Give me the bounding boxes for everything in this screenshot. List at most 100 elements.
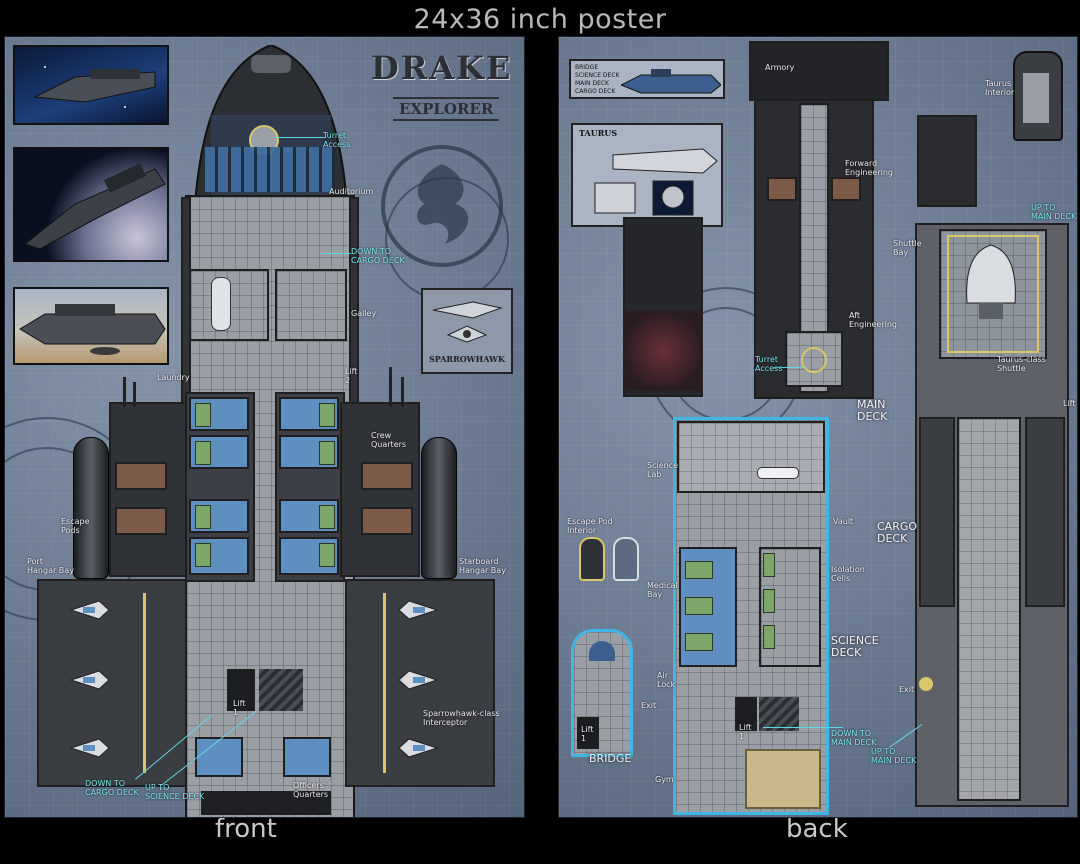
escape-pod-interior-icon bbox=[613, 537, 639, 581]
main-deck-engine-core bbox=[767, 177, 797, 201]
antenna bbox=[123, 377, 126, 407]
ship-render-icon bbox=[19, 304, 166, 355]
legend-science-deck: SCIENCE DECK bbox=[575, 72, 620, 79]
science-lab bbox=[677, 421, 825, 493]
label-armory: Armory bbox=[765, 63, 795, 72]
label-bridge: BRIDGE bbox=[589, 752, 632, 765]
escape-pod bbox=[361, 462, 413, 490]
bunk bbox=[195, 505, 211, 529]
mess-table bbox=[211, 277, 231, 331]
cargo-exit-marker bbox=[919, 677, 933, 691]
taurus-shuttle-icon bbox=[966, 244, 1016, 319]
back-caption: back bbox=[786, 814, 848, 844]
bunk bbox=[319, 505, 335, 529]
ship-class-subtitle: EXPLORER bbox=[393, 97, 500, 121]
starboard-engine-nacelle bbox=[421, 437, 457, 579]
bridge-console bbox=[589, 641, 615, 661]
antenna bbox=[389, 367, 392, 407]
bunk bbox=[319, 441, 335, 465]
bunk bbox=[319, 403, 335, 427]
science-stairs bbox=[759, 697, 799, 731]
label-galley: Galley bbox=[351, 309, 377, 318]
ship-render-icon bbox=[33, 66, 156, 108]
front-caption: front bbox=[215, 814, 277, 844]
science-lab-table bbox=[757, 467, 799, 479]
cell-bunk bbox=[763, 589, 775, 613]
port-module-light bbox=[623, 311, 703, 391]
bunk bbox=[195, 403, 211, 427]
ship-render-thumbnail-space bbox=[13, 45, 169, 125]
port-engine-nacelle bbox=[73, 437, 109, 579]
port-hangar-bay bbox=[37, 579, 187, 787]
auditorium-seating bbox=[205, 147, 335, 192]
bunk bbox=[195, 543, 211, 567]
label-laundry: Laundry bbox=[157, 373, 190, 382]
interceptor-icon bbox=[398, 738, 439, 758]
label-lift: Lift bbox=[1063, 399, 1076, 408]
back-panel: BRIDGE SCIENCE DECK MAIN DECK CARGO DECK… bbox=[558, 36, 1078, 818]
legend-cargo-deck: CARGO DECK bbox=[575, 88, 616, 95]
interceptor-icon bbox=[398, 670, 439, 690]
callout-line bbox=[321, 253, 351, 254]
bunk bbox=[195, 441, 211, 465]
label-exit-cargo: Exit bbox=[899, 685, 915, 694]
officer-cabin bbox=[283, 737, 331, 777]
cargo-hold-floor bbox=[957, 417, 1021, 801]
escape-pod bbox=[115, 507, 167, 535]
taurus-interior-thumbnail bbox=[1013, 51, 1063, 141]
cell-bunk bbox=[763, 553, 775, 577]
medical-bed bbox=[685, 633, 713, 651]
medical-bed bbox=[685, 561, 713, 579]
officer-cabin bbox=[195, 737, 243, 777]
escape-pod bbox=[115, 462, 167, 490]
sparrowhawk-caption: SPARROWHAWK bbox=[429, 354, 505, 364]
interceptor-icon bbox=[398, 600, 439, 620]
main-turret-access bbox=[801, 347, 827, 373]
label-gym: Gym bbox=[655, 775, 674, 784]
front-stairs bbox=[259, 669, 303, 711]
interceptor-icon bbox=[69, 738, 110, 758]
front-lift-1 bbox=[227, 669, 255, 711]
cargo-rack-left bbox=[919, 417, 955, 607]
escape-pod-interior-icon bbox=[579, 537, 605, 581]
shuttle-icon bbox=[594, 148, 718, 216]
deck-legend: BRIDGE SCIENCE DECK MAIN DECK CARGO DECK bbox=[569, 59, 725, 99]
port-hangar-stripe bbox=[143, 593, 146, 773]
bridge-lift-1 bbox=[577, 717, 599, 749]
label-exit-science: Exit bbox=[641, 701, 657, 710]
callout-line bbox=[773, 367, 803, 368]
bunk bbox=[319, 543, 335, 567]
interceptor-icon bbox=[69, 670, 110, 690]
interceptor-icon bbox=[432, 301, 503, 343]
cell-bunk bbox=[763, 625, 775, 649]
antenna bbox=[133, 382, 136, 407]
callout-line bbox=[763, 727, 843, 728]
ship-name-title: DRAKE bbox=[371, 49, 513, 87]
shuttle-bay-marking bbox=[947, 235, 1039, 353]
gym bbox=[745, 749, 821, 809]
ship-render-icon bbox=[23, 163, 166, 250]
label-officers-quarters: Officers'Quarters bbox=[293, 781, 329, 799]
sparrowhawk-thumbnail: SPARROWHAWK bbox=[421, 288, 513, 374]
